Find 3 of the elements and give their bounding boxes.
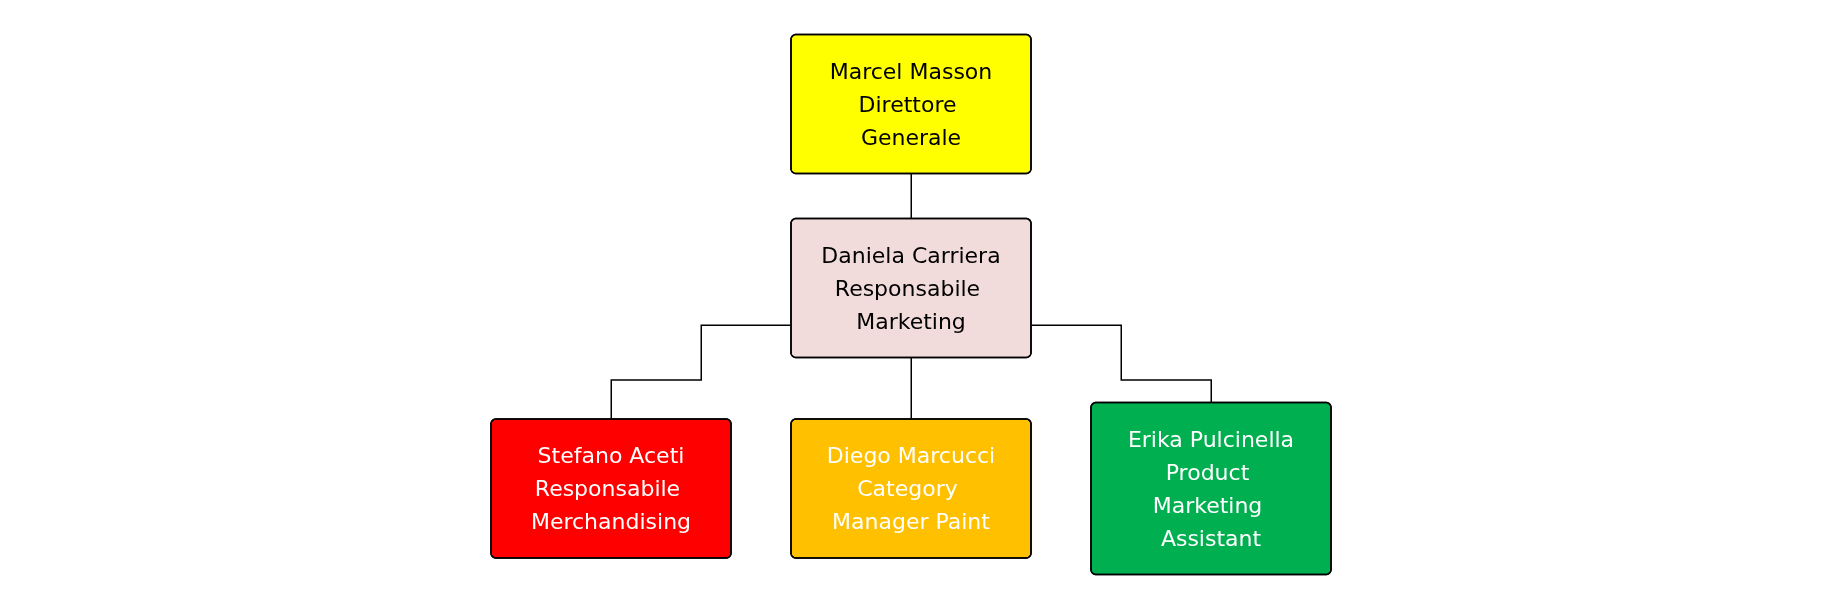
connector — [910, 173, 912, 220]
connector — [1030, 324, 1212, 404]
connector — [910, 357, 912, 421]
